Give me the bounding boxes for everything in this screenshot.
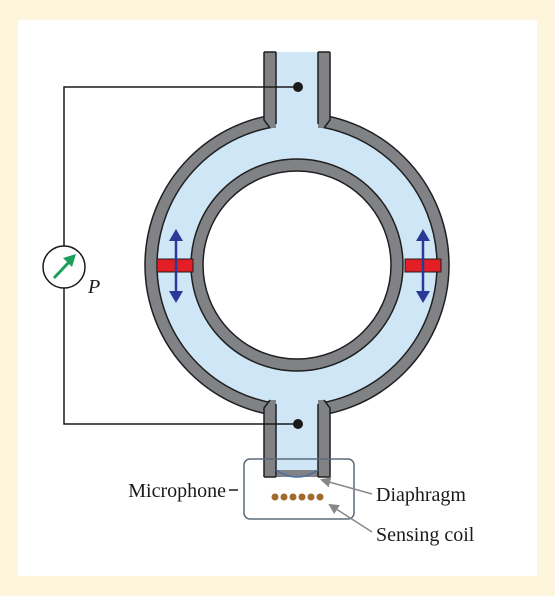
pressure-label: P	[87, 276, 100, 298]
double-arrow-icon	[169, 229, 183, 303]
pressure-wires	[63, 86, 298, 425]
left-valve	[156, 229, 194, 303]
diaphragm-leader	[319, 477, 373, 495]
double-arrow-icon	[416, 229, 430, 303]
bottom-port	[263, 388, 331, 478]
bottom-tap-point	[293, 419, 303, 429]
top-tap-point	[293, 82, 303, 92]
sensing-coil-dots	[271, 493, 324, 501]
sensing-coil-leader	[328, 503, 373, 533]
sensing-coil-label: Sensing coil	[376, 524, 475, 546]
ring-tube	[144, 112, 450, 418]
microphone-label: Microphone	[128, 480, 226, 502]
right-valve	[404, 229, 442, 303]
diaphragm-label: Diaphragm	[376, 484, 466, 506]
pressure-gauge-icon	[42, 245, 86, 289]
diaphragm	[275, 469, 319, 478]
